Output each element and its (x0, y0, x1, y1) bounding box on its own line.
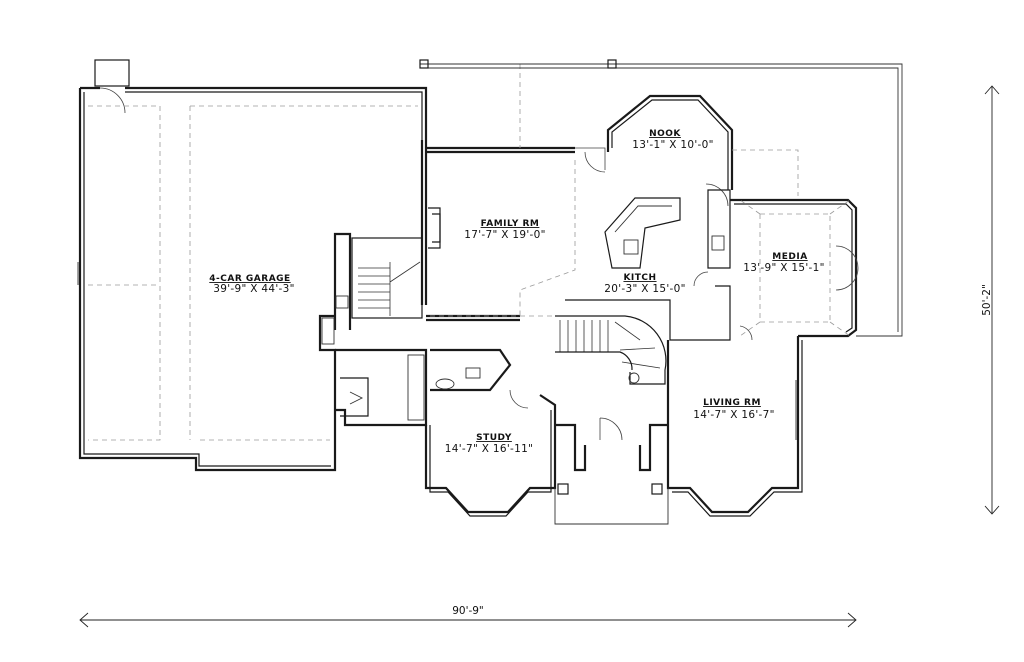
laundry-area (335, 348, 512, 427)
garage-size: 39'-9" X 44'-3" (213, 283, 294, 295)
rear-stair (321, 237, 423, 345)
living-room-label: LIVING RM (703, 398, 761, 408)
kitchen-label: KITCH (623, 273, 656, 283)
garage-walls (77, 59, 428, 472)
media-label: MEDIA (772, 252, 807, 262)
rear-patio (419, 59, 903, 337)
kitchen-size: 20'-3" X 15'-0" (604, 283, 685, 295)
main-stair (555, 315, 667, 385)
kitchen-counters (565, 189, 731, 341)
width-dimension: 90'-9" (79, 605, 857, 628)
entry-foyer (430, 315, 669, 525)
family-room-walls (426, 64, 606, 322)
garage-label: 4-CAR GARAGE (209, 274, 290, 284)
study-walls (424, 389, 557, 517)
width-dimension-label: 90'-9" (452, 605, 484, 617)
living-room-size: 14'-7" X 16'-7" (693, 409, 774, 421)
nook-label: NOOK (649, 129, 681, 139)
depth-dimension-label: 50'-2" (981, 284, 993, 316)
study-size: 14'-7" X 16'-11" (445, 443, 533, 455)
family-room-label: FAMILY RM (481, 219, 540, 229)
media-size: 13'-9" X 15'-1" (743, 262, 824, 274)
garage-chimney (94, 59, 130, 87)
family-room-size: 17'-7" X 19'-0" (464, 229, 545, 241)
nook-size: 13'-1" X 10'-0" (632, 139, 713, 151)
study-label: STUDY (476, 433, 512, 443)
media-room-walls (730, 198, 859, 341)
living-room-walls (666, 336, 803, 517)
depth-dimension: 50'-2" (981, 85, 1000, 515)
garage-side-door (99, 87, 126, 114)
nook-walls (606, 94, 799, 207)
